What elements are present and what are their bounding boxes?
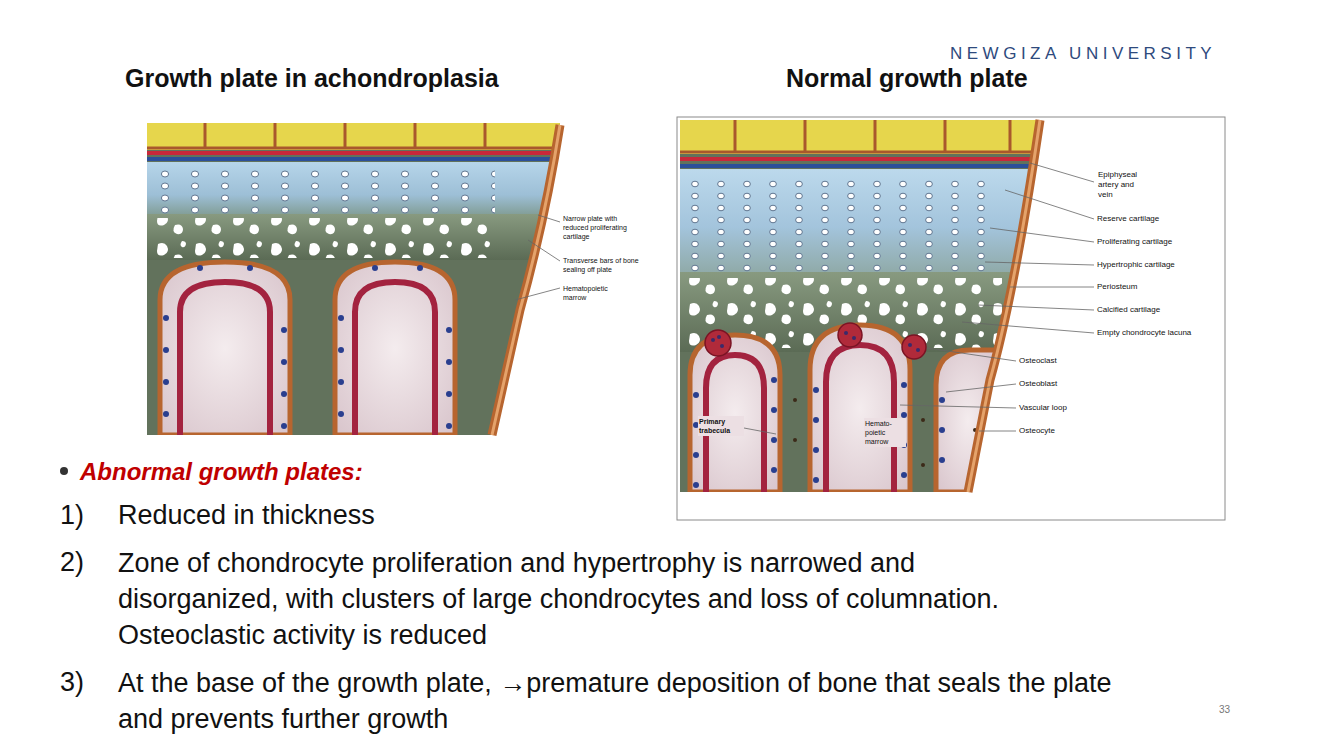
part-label: Epiphyseal artery and vein [1098,170,1146,200]
part-label: Hypertrophic cartilage [1097,260,1175,270]
cartilage [680,169,1040,275]
part-label: Hemato- poietic marrow [864,418,906,447]
bone-cell-walls [680,120,1040,152]
part-label: Narrow plate with reduced proliferating … [563,214,643,241]
part-label: Reserve cartilage [1097,214,1159,224]
epiphysis-marrow [147,123,560,150]
list-item: At the base of the growth plate, →premat… [118,665,1158,737]
list-number: 3) [60,665,84,699]
heading: Growth plate in achondroplasia [125,63,499,94]
institution-name: NEWGIZA UNIVERSITY [950,43,1216,64]
marrow-space [160,262,290,435]
vein [680,164,1040,168]
leader-lines [515,215,560,300]
part-label: Proliferating cartilage [1097,237,1172,247]
part-label: Osteoclast [1019,356,1057,366]
list-number: 1) [60,498,84,532]
achondroplasia-plate [147,123,560,435]
chondrocytes [150,168,495,214]
part-label: Primary trabecula [698,416,744,436]
part-label: Osteoblast [1019,379,1057,389]
normal-plate [680,120,1040,492]
epiphysis-marrow [680,120,1040,154]
part-label: Vascular loop [1019,403,1067,413]
part-label: Empty chondrocyte lacuna [1097,328,1191,338]
osteocytes [793,398,977,467]
lacunae [150,218,490,258]
marrow-space [810,325,910,492]
marrow-space [335,262,455,435]
part-label: Calcified cartilage [1097,305,1160,315]
bone-ground [147,123,560,435]
part-label: Hematopoietic marrow [563,284,615,302]
osteoclasts [705,323,926,359]
figure-frame [677,117,1225,520]
bullet [60,467,68,475]
page-number: 33 [1219,703,1230,716]
leader-lines [744,163,1094,434]
heading: Normal growth plate [786,63,1028,94]
list-item: Reduced in thickness [118,498,375,532]
osteoblasts [693,377,945,488]
bullet-heading: Abnormal growth plates: [80,457,363,487]
list-number: 2) [60,545,84,579]
periosteum [492,125,560,435]
part-label: Periosteum [1097,282,1137,292]
artery [680,157,1040,161]
bone-cell-walls [147,123,560,148]
list-item: Zone of chondrocyte proliferation and hy… [118,545,1053,653]
periosteum [492,125,560,435]
calcified-zone [147,214,560,260]
marrow-space [690,335,780,492]
vascular-loop [355,282,435,435]
vein [147,157,560,161]
part-label: Osteocyte [1019,426,1055,436]
artery [147,151,560,155]
bone-ground [680,120,1040,492]
cartilage [147,162,560,217]
osteoblasts [163,265,452,429]
vascular-loop [180,282,270,435]
chondrocytes [682,178,1000,274]
part-label: Transverse bars of bone sealing off plat… [563,256,643,274]
